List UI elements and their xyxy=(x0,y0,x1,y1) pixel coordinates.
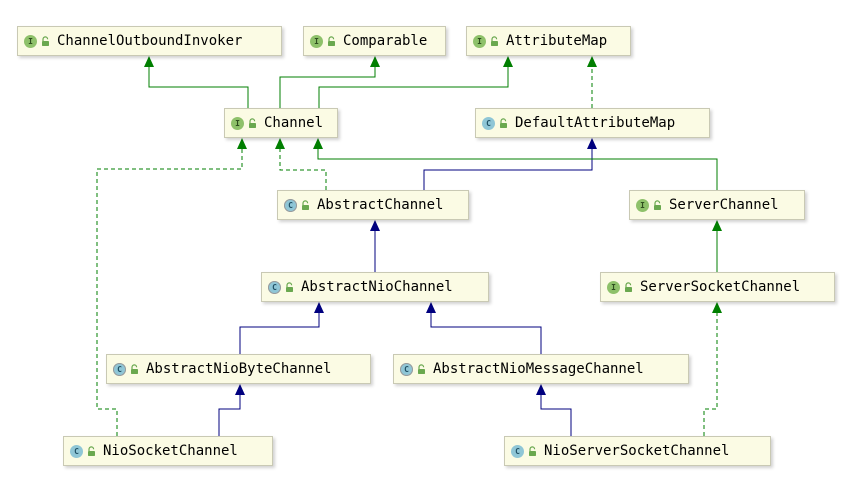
abstract-class-icon: C xyxy=(113,362,126,376)
node-comparable[interactable]: I Comparable xyxy=(303,26,446,56)
arrowhead xyxy=(587,138,597,149)
interface-icon: I xyxy=(607,280,620,294)
interface-icon: I xyxy=(473,34,486,48)
public-lock-icon xyxy=(528,445,537,457)
arrowhead xyxy=(503,56,513,67)
node-channel-outbound-invoker[interactable]: I ChannelOutboundInvoker xyxy=(17,26,282,56)
node-label: NioServerSocketChannel xyxy=(544,443,730,459)
arrowhead xyxy=(313,138,323,149)
node-label: AbstractNioByteChannel xyxy=(146,361,332,377)
arrowhead xyxy=(536,384,546,395)
public-lock-icon xyxy=(301,199,310,211)
edge-server-socket-channel-to-server-channel xyxy=(712,220,722,272)
abstract-class-icon: C xyxy=(400,362,413,376)
node-server-socket-channel[interactable]: I ServerSocketChannel xyxy=(600,272,835,302)
edge-abstract-channel-to-channel xyxy=(275,138,327,190)
node-nio-socket-channel[interactable]: C NioSocketChannel xyxy=(63,436,273,466)
node-abstract-nio-channel[interactable]: C AbstractNioChannel xyxy=(261,272,489,302)
arrowhead xyxy=(712,220,722,231)
edge-nio-server-socket-channel-to-abstract-nio-message-channel xyxy=(536,384,572,436)
public-lock-icon xyxy=(248,117,257,129)
public-lock-icon xyxy=(327,35,336,47)
edge-nio-socket-channel-to-abstract-nio-byte-channel xyxy=(218,384,245,436)
edge-abstract-nio-channel-to-abstract-channel xyxy=(370,220,380,272)
arrowhead xyxy=(370,220,380,231)
node-attribute-map[interactable]: I AttributeMap xyxy=(466,26,631,56)
interface-icon: I xyxy=(231,116,244,130)
edge-abstract-nio-byte-channel-to-abstract-nio-channel xyxy=(239,302,324,354)
public-lock-icon xyxy=(285,281,294,293)
public-lock-icon xyxy=(499,117,508,129)
class-icon: C xyxy=(70,444,83,458)
class-icon: C xyxy=(482,116,495,130)
interface-icon: I xyxy=(24,34,37,48)
arrowhead xyxy=(275,138,285,149)
arrowhead xyxy=(144,56,154,67)
arrowhead xyxy=(235,384,245,395)
abstract-class-icon: C xyxy=(284,198,297,212)
node-abstract-nio-byte-channel[interactable]: C AbstractNioByteChannel xyxy=(106,354,371,384)
edge-server-channel-to-channel xyxy=(313,138,718,190)
edge-channel-to-comparable xyxy=(279,56,380,108)
node-label: ServerChannel xyxy=(669,197,779,213)
node-label: NioSocketChannel xyxy=(103,443,238,459)
node-label: Channel xyxy=(264,115,324,131)
public-lock-icon xyxy=(490,35,499,47)
arrowhead xyxy=(712,302,722,313)
public-lock-icon xyxy=(87,445,96,457)
node-abstract-channel[interactable]: C AbstractChannel xyxy=(277,190,469,220)
arrowhead xyxy=(314,302,324,313)
edge-nio-server-socket-channel-to-server-socket-channel xyxy=(703,302,722,436)
edge-abstract-nio-message-channel-to-abstract-nio-channel xyxy=(426,302,542,354)
edge-nio-socket-channel-to-channel xyxy=(96,138,247,436)
edge-channel-to-attribute-map xyxy=(318,56,513,108)
edge-default-attribute-map-to-attribute-map xyxy=(587,56,597,108)
node-label: AttributeMap xyxy=(506,33,608,49)
node-label: DefaultAttributeMap xyxy=(515,115,676,131)
public-lock-icon xyxy=(624,281,633,293)
node-label: ServerSocketChannel xyxy=(640,279,801,295)
arrowhead xyxy=(587,56,597,67)
node-label: AbstractNioChannel xyxy=(301,279,453,295)
node-abstract-nio-message-channel[interactable]: C AbstractNioMessageChannel xyxy=(393,354,689,384)
interface-icon: I xyxy=(310,34,323,48)
arrowhead xyxy=(237,138,247,149)
public-lock-icon xyxy=(130,363,139,375)
public-lock-icon xyxy=(653,199,662,211)
node-label: AbstractNioMessageChannel xyxy=(433,361,644,377)
node-label: AbstractChannel xyxy=(317,197,444,213)
interface-icon: I xyxy=(636,198,649,212)
edge-abstract-channel-to-default-attribute-map xyxy=(423,138,597,190)
edge-channel-to-channel-outbound-invoker xyxy=(144,56,249,108)
node-default-attribute-map[interactable]: C DefaultAttributeMap xyxy=(475,108,710,138)
node-label: Comparable xyxy=(343,33,428,49)
arrowhead xyxy=(426,302,436,313)
node-nio-server-socket-channel[interactable]: C NioServerSocketChannel xyxy=(504,436,771,466)
node-server-channel[interactable]: I ServerChannel xyxy=(629,190,805,220)
public-lock-icon xyxy=(41,35,50,47)
arrowhead xyxy=(370,56,380,67)
public-lock-icon xyxy=(417,363,426,375)
node-channel[interactable]: I Channel xyxy=(224,108,338,138)
class-icon: C xyxy=(511,444,524,458)
node-label: ChannelOutboundInvoker xyxy=(57,33,243,49)
abstract-class-icon: C xyxy=(268,280,281,294)
